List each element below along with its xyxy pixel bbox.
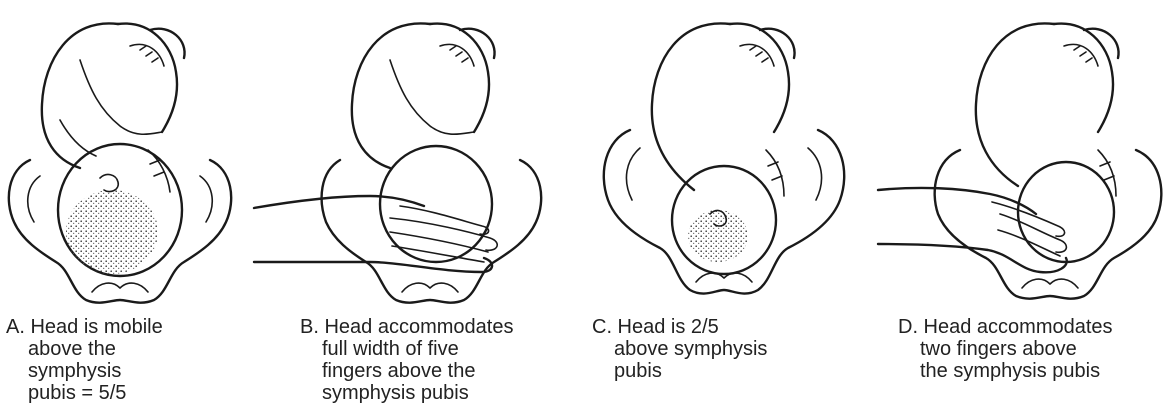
illustration-head-two-fifths [570, 0, 870, 310]
illustration-five-fingers [240, 0, 570, 310]
caption-b-line-3: fingers above the [300, 360, 513, 382]
fetus-in-pelvis-illustration-d [870, 0, 1168, 310]
caption-b-line-1: B. Head accommodates [300, 316, 513, 338]
panel-c: C. Head is 2/5 above symphysis pubis [570, 0, 870, 420]
panel-a: A. Head is mobile above the symphysis pu… [0, 0, 240, 420]
caption-d: D. Head accommodates two fingers above t… [898, 316, 1113, 382]
caption-b: B. Head accommodates full width of five … [300, 316, 513, 404]
caption-d-line-3: the symphysis pubis [898, 360, 1113, 382]
caption-b-line-2: full width of five [300, 338, 513, 360]
illustration-two-fingers [870, 0, 1168, 310]
caption-b-line-4: symphysis pubis [300, 382, 513, 404]
caption-d-line-1: D. Head accommodates [898, 316, 1113, 338]
fetus-in-pelvis-illustration-c [570, 0, 870, 310]
caption-a-line-4: pubis = 5/5 [6, 382, 163, 404]
caption-a-line-2: above the [6, 338, 163, 360]
caption-c-line-3: pubis [592, 360, 767, 382]
caption-d-line-2: two fingers above [898, 338, 1113, 360]
caption-a-line-1: A. Head is mobile [6, 316, 163, 338]
illustration-head-mobile [0, 0, 240, 310]
caption-c-line-2: above symphysis [592, 338, 767, 360]
caption-a-line-3: symphysis [6, 360, 163, 382]
fetus-in-pelvis-illustration-a [0, 0, 240, 310]
fetus-in-pelvis-illustration-b [240, 0, 570, 310]
caption-c-line-1: C. Head is 2/5 [592, 316, 767, 338]
panel-b: B. Head accommodates full width of five … [240, 0, 570, 420]
caption-c: C. Head is 2/5 above symphysis pubis [592, 316, 767, 382]
caption-a: A. Head is mobile above the symphysis pu… [6, 316, 163, 404]
panel-d: D. Head accommodates two fingers above t… [870, 0, 1168, 420]
